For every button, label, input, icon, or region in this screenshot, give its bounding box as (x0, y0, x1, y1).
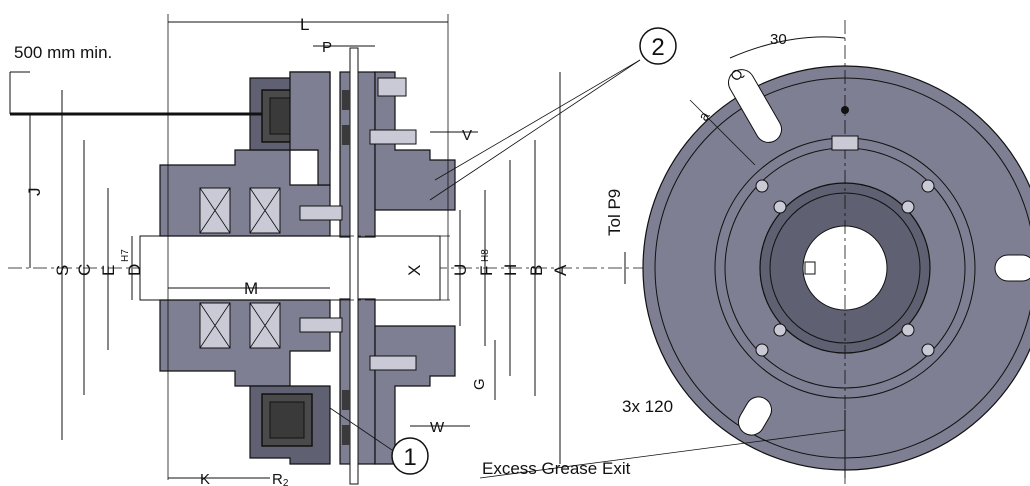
label-D-fit: H7 (120, 249, 131, 262)
slot-top (728, 69, 782, 143)
label-L: L (300, 15, 309, 34)
screw-top (377, 77, 407, 97)
flange-upper (374, 71, 456, 211)
label-W: W (430, 419, 445, 436)
label-F-fit: H8 (480, 249, 491, 262)
label-J: J (25, 188, 44, 197)
label-K: K (200, 471, 210, 486)
keyway (804, 261, 816, 275)
label-F: F (477, 266, 496, 276)
hub-lower (159, 299, 331, 387)
label-keyway-tol: Tol P9 (605, 189, 624, 236)
callout-two: 2 (639, 27, 677, 65)
label-S: S (53, 265, 72, 276)
section-view (8, 14, 1030, 485)
label-X: X (405, 265, 424, 276)
callout-one: 1 (391, 437, 429, 475)
front-view (479, 20, 1030, 486)
svg-text:2: 2 (651, 34, 664, 61)
label-C: C (75, 264, 94, 276)
screw-hub-lower (299, 317, 343, 333)
screw-upper (369, 129, 417, 145)
label-grease-exit: Excess Grease Exit (482, 459, 631, 478)
label-U: U (451, 264, 470, 276)
label-angle-30: 30 (770, 31, 787, 48)
shaft-bore (139, 235, 441, 301)
label-cable-min: 500 mm min. (14, 43, 112, 62)
label-P: P (322, 39, 332, 56)
label-E: E (99, 265, 118, 276)
grease-fitting (831, 135, 859, 151)
screw-lower (369, 355, 417, 371)
bolt-holes (755, 179, 935, 357)
hub-upper (159, 149, 331, 237)
label-D: D (125, 264, 144, 276)
label-V: V (462, 127, 472, 144)
screw-hub-upper (299, 205, 343, 221)
label-B: B (527, 265, 546, 276)
label-M: M (244, 279, 258, 298)
svg-text:1: 1 (403, 444, 416, 471)
slot-bottom (738, 396, 772, 436)
label-holes: 3x 120 (622, 397, 673, 416)
label-H: H (501, 264, 520, 276)
slot-right (994, 254, 1030, 282)
label-A: A (551, 264, 570, 276)
label-R: R2 (272, 471, 289, 486)
label-G: G (471, 378, 488, 390)
